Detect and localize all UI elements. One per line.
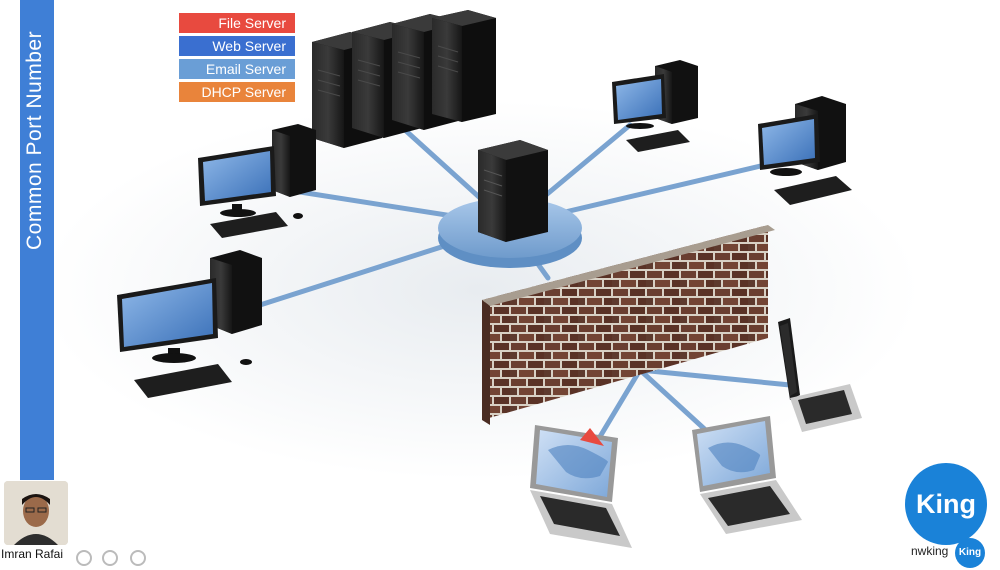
server-type-legend: File Server Web Server Email Server DHCP… xyxy=(179,13,295,105)
presenter-avatar xyxy=(4,481,68,545)
server-rack-icon xyxy=(312,10,496,148)
desktop-computer-icon xyxy=(198,124,316,238)
brand-logo: King xyxy=(905,463,987,545)
legend-web-server[interactable]: Web Server xyxy=(179,36,295,56)
presentation-toolbar xyxy=(76,550,146,566)
sidebar-banner xyxy=(20,0,54,480)
laptop-icon xyxy=(530,425,632,548)
sidebar-title: Common Port Number xyxy=(23,30,46,250)
desktop-computer-icon xyxy=(758,96,852,205)
desktop-computer-icon xyxy=(612,60,698,152)
laptop-icon xyxy=(692,416,802,534)
firewall-brick-wall-icon xyxy=(482,225,775,425)
presenter-photo-icon xyxy=(4,481,68,545)
legend-file-server[interactable]: File Server xyxy=(179,13,295,33)
legend-dhcp-server[interactable]: DHCP Server xyxy=(179,82,295,102)
hub-server-tower-icon xyxy=(478,140,548,242)
presenter-name: Imran Rafai xyxy=(1,547,64,561)
watermark-text: nwking xyxy=(911,544,949,558)
legend-email-server[interactable]: Email Server xyxy=(179,59,295,79)
laptop-icon xyxy=(778,318,862,432)
brand-logo-small: King xyxy=(955,538,985,568)
desktop-computer-icon xyxy=(117,250,262,398)
